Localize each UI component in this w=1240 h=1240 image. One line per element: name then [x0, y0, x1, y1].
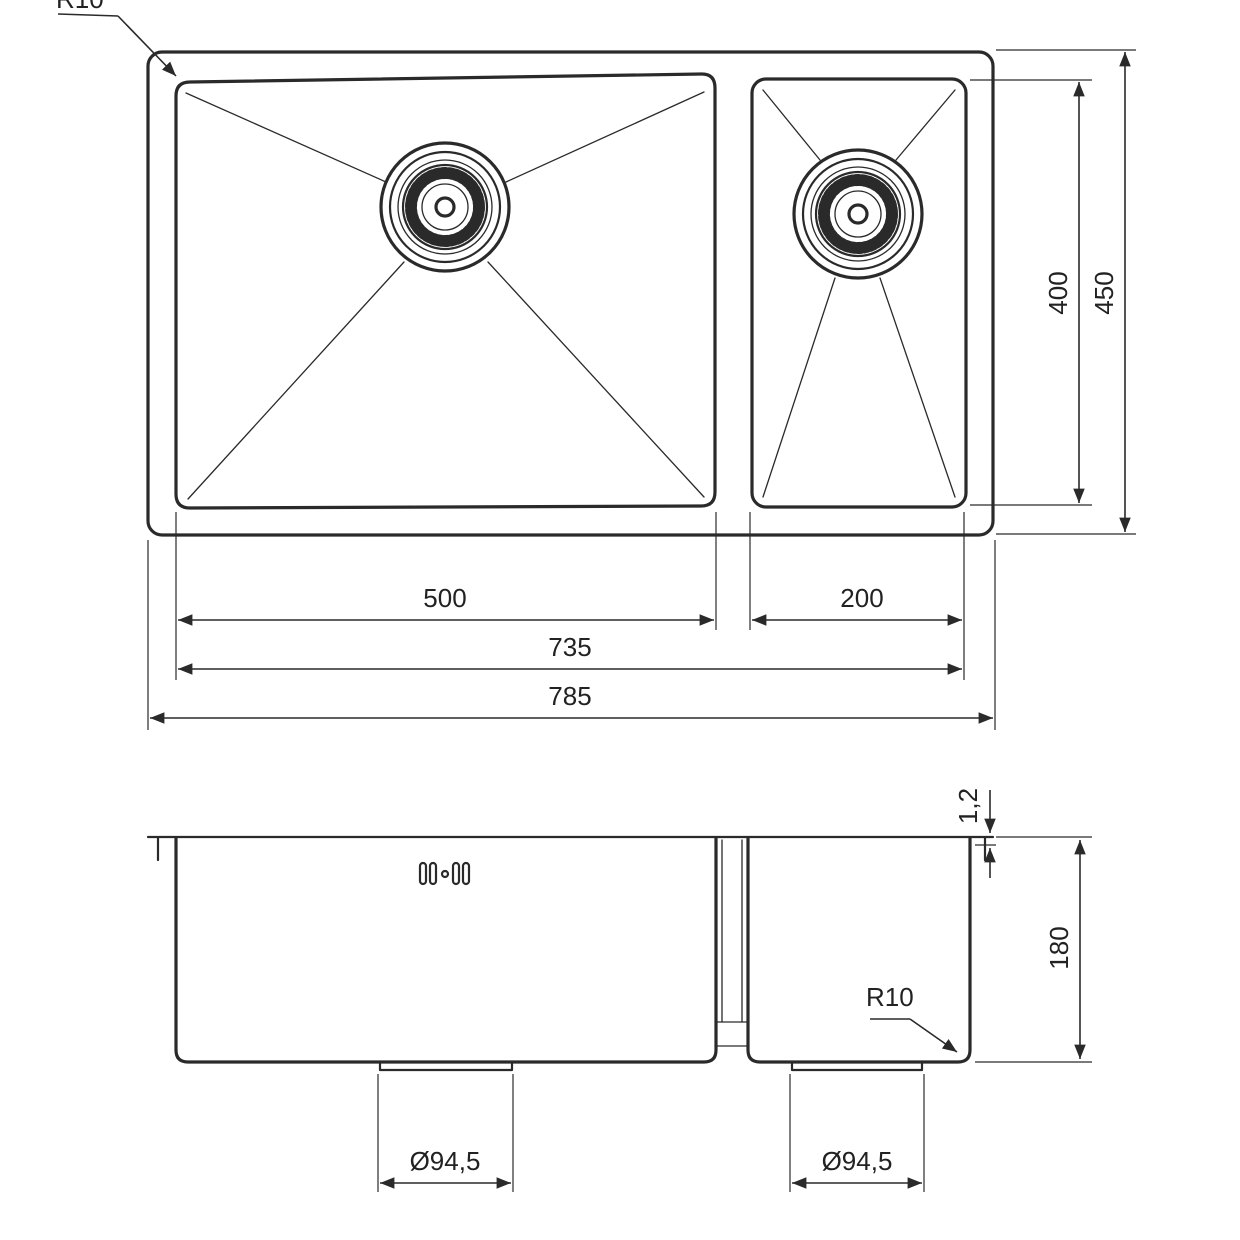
top-view-extension-lines — [147, 49, 1136, 730]
dim-180-label: 180 — [1044, 926, 1074, 969]
right-drain-stub — [790, 1060, 924, 1072]
big-bowl-slope-lines — [185, 91, 705, 500]
dim-drain-right-label: Ø94,5 — [822, 1146, 893, 1176]
dim-400-label: 400 — [1043, 271, 1073, 314]
big-bowl-outline — [174, 72, 717, 510]
left-drain-stub — [378, 1060, 514, 1072]
dim-180: 180 — [1044, 840, 1086, 1059]
dim-785: 785 — [150, 681, 993, 724]
top-view: R10 500 200 735 — [56, 0, 1136, 730]
dim-200-label: 200 — [840, 583, 883, 613]
dim-500-label: 500 — [423, 583, 466, 613]
small-bowl-drain-icon — [792, 148, 924, 280]
dim-200: 200 — [752, 583, 962, 626]
small-bowl-slope-lines — [762, 89, 956, 498]
dim-735-label: 735 — [548, 632, 591, 662]
dim-500: 500 — [178, 583, 714, 626]
dim-450: 450 — [1089, 52, 1131, 532]
sink-outer-rim — [146, 50, 995, 537]
side-big-bowl — [174, 836, 718, 1064]
small-bowl-outline — [750, 77, 968, 509]
side-radius-label: R10 — [866, 982, 914, 1012]
dim-785-label: 785 — [548, 681, 591, 711]
overflow-icon — [418, 861, 471, 886]
side-view: 1,2 180 R10 Ø94,5 Ø94,5 — [146, 788, 1092, 1192]
top-radius-label: R10 — [56, 0, 104, 14]
side-view-extension-lines — [377, 836, 1092, 1192]
side-bowl-connector — [715, 839, 749, 1047]
dim-400: 400 — [1043, 82, 1085, 503]
big-bowl-drain-icon — [379, 141, 511, 273]
side-small-bowl — [746, 836, 972, 1064]
side-radius-leader: R10 — [866, 982, 958, 1053]
top-radius-leader: R10 — [56, 0, 177, 77]
dim-1-2-label: 1,2 — [953, 788, 983, 824]
dim-drain-left: Ø94,5 — [380, 1146, 511, 1189]
dim-1-2: 1,2 — [953, 788, 996, 878]
dim-735: 735 — [178, 632, 962, 675]
dim-drain-right: Ø94,5 — [792, 1146, 922, 1189]
dim-450-label: 450 — [1089, 271, 1119, 314]
dim-drain-left-label: Ø94,5 — [410, 1146, 481, 1176]
